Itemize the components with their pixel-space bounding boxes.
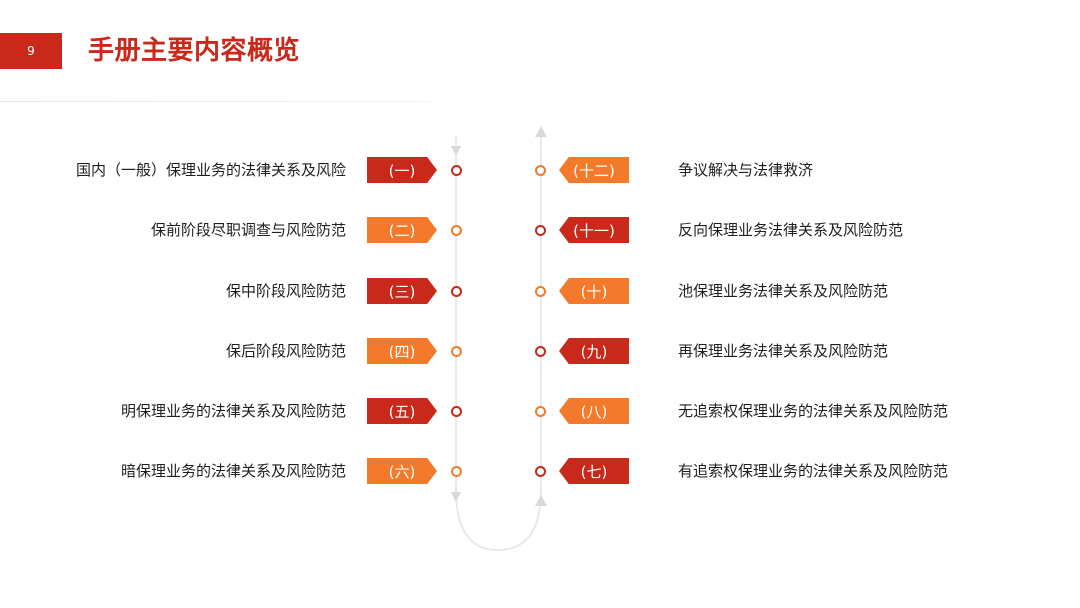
right-item-badge: (七)	[559, 458, 629, 484]
timeline-dot	[535, 346, 546, 357]
left-item-label: 保中阶段风险防范	[225, 282, 346, 300]
left-item-badge: (二)	[367, 217, 437, 243]
right-item-badge: (十一)	[559, 217, 629, 243]
page-title: 手册主要内容概览	[88, 36, 301, 66]
timeline-path	[455, 136, 542, 552]
timeline-dot	[535, 466, 546, 477]
timeline-dot	[451, 165, 462, 176]
timeline-dot	[535, 406, 546, 417]
left-item-label: 保前阶段尽职调查与风险防范	[150, 221, 346, 239]
left-item-badge: (一)	[367, 157, 437, 183]
timeline-dot	[451, 466, 462, 477]
page-number-tab: 9	[0, 33, 62, 69]
right-item-badge: (九)	[559, 338, 629, 364]
left-item-badge: (三)	[367, 278, 437, 304]
up-arrow-bottom	[535, 495, 547, 506]
right-item-label: 有追索权保理业务的法律关系及风险防范	[678, 462, 949, 480]
right-item-label: 池保理业务法律关系及风险防范	[678, 282, 889, 300]
right-item-label: 反向保理业务法律关系及风险防范	[678, 221, 904, 239]
up-arrow-top	[535, 126, 547, 137]
left-item-badge: (六)	[367, 458, 437, 484]
right-item-badge: (十)	[559, 278, 629, 304]
down-arrow-top	[451, 146, 461, 156]
right-item-label: 无追索权保理业务的法律关系及风险防范	[678, 402, 949, 420]
timeline-dot	[451, 225, 462, 236]
left-item-badge: (四)	[367, 338, 437, 364]
down-arrow-bottom	[451, 492, 461, 502]
left-item-label: 暗保理业务的法律关系及风险防范	[120, 462, 346, 480]
timeline-dot	[535, 286, 546, 297]
timeline-dot	[451, 346, 462, 357]
timeline-dot	[451, 406, 462, 417]
left-item-label: 国内（一般）保理业务的法律关系及风险	[75, 161, 346, 179]
timeline-dot	[535, 165, 546, 176]
right-item-label: 再保理业务法律关系及风险防范	[678, 342, 889, 360]
right-item-badge: (八)	[559, 398, 629, 424]
right-item-badge: (十二)	[559, 157, 629, 183]
left-item-label: 保后阶段风险防范	[225, 342, 346, 360]
timeline-dot	[535, 225, 546, 236]
header-divider	[0, 101, 430, 102]
page-number: 9	[27, 44, 35, 58]
right-item-label: 争议解决与法律救济	[678, 161, 814, 179]
left-item-badge: (五)	[367, 398, 437, 424]
timeline-dot	[451, 286, 462, 297]
left-item-label: 明保理业务的法律关系及风险防范	[120, 402, 346, 420]
